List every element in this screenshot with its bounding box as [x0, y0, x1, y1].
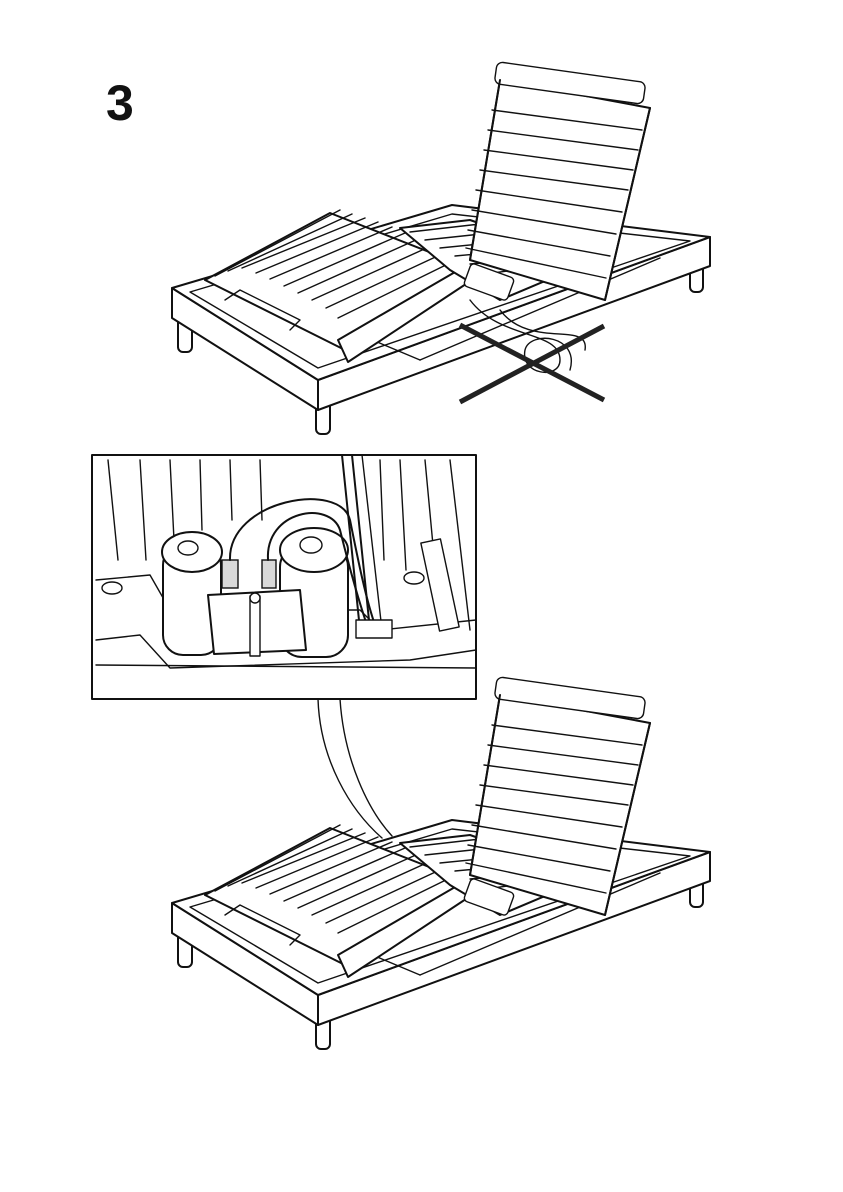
zoom-callout: [318, 699, 392, 838]
motor-cable-detail: [92, 455, 476, 699]
bed-incorrect-cable-routing: [172, 62, 710, 434]
bed-correct-cable-routing: [172, 677, 710, 1049]
